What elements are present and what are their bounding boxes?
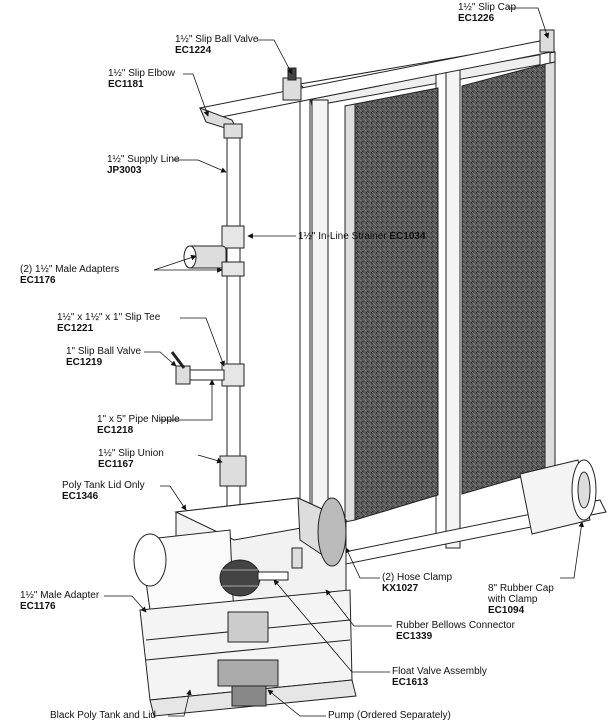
callout-tank-and-lid: Black Poly Tank and Lid <box>50 710 156 721</box>
leader-slip-tee <box>180 317 225 367</box>
callout-slip-cap: 1½" Slip Cap EC1226 <box>458 2 516 24</box>
leader-hose-clamp <box>345 547 380 579</box>
supply-line-code: JP3003 <box>107 165 142 176</box>
leader-slip-union <box>197 454 223 464</box>
callout-supply-line: 1½" Supply Line JP3003 <box>107 154 180 176</box>
leader-slip-cap <box>508 7 550 39</box>
callout-rubber-cap: 8" Rubber Cap with Clamp EC1094 <box>488 572 554 627</box>
leader-rubber-cap <box>560 521 585 579</box>
slip-cap-name: 1½" Slip Cap <box>458 2 517 13</box>
leader-lines <box>104 7 585 717</box>
tank-lid-code: EC1346 <box>62 491 99 502</box>
callout-slip-union: 1½" Slip Union EC1167 <box>98 448 164 470</box>
pump-name: Pump (Ordered Separately) <box>328 710 451 721</box>
callout-ball-valve-1in: 1" Slip Ball Valve EC1219 <box>66 346 141 368</box>
slip-tee-name: 1½" x 1½" x 1" Slip Tee <box>57 312 161 323</box>
leader-bellows <box>325 589 392 627</box>
callout-pump: Pump (Ordered Separately) <box>328 710 451 721</box>
leader-male-adapters-a <box>153 254 197 271</box>
pipe-nipple-name: 1" x 5" Pipe Nipple <box>97 414 180 425</box>
callout-slip-elbow: 1½" Slip Elbow EC1181 <box>108 68 175 90</box>
callout-inline-strainer: 1½" In-Line Strainer EC1034 <box>298 231 426 242</box>
callout-pipe-nipple: 1" x 5" Pipe Nipple EC1218 <box>97 414 180 436</box>
leader-pump <box>267 689 326 717</box>
ball-valve-1in-name: 1" Slip Ball Valve <box>66 346 142 357</box>
slip-elbow-name: 1½" Slip Elbow <box>108 68 175 79</box>
hose-clamp-code: KX1027 <box>382 583 419 594</box>
leader-float-valve <box>273 579 390 673</box>
leader-slip-ball-valve <box>257 39 293 75</box>
bellows-code: EC1339 <box>396 631 433 642</box>
tank-and-lid-name: Black Poly Tank and Lid <box>50 710 156 721</box>
leader-male-adapter <box>104 595 147 613</box>
bellows-name: Rubber Bellows Connector <box>396 620 515 631</box>
callout-tank-lid: Poly Tank Lid Only EC1346 <box>62 480 145 502</box>
callout-hose-clamp: (2) Hose Clamp KX1027 <box>382 572 452 594</box>
supply-line-name: 1½" Supply Line <box>107 154 180 165</box>
leader-tank-lid <box>160 485 187 511</box>
supply-pipe <box>170 107 247 527</box>
rubber-cap-code: EC1094 <box>488 605 525 616</box>
male-adapters-name: (2) 1½" Male Adapters <box>20 264 120 275</box>
poly-tank <box>133 497 357 717</box>
pipe-nipple-code: EC1218 <box>97 425 134 436</box>
callout-male-adapter: 1½" Male Adapter EC1176 <box>20 590 99 612</box>
leader-tank-and-lid <box>168 689 192 717</box>
male-adapter-name: 1½" Male Adapter <box>20 590 100 601</box>
inline-strainer-name: 1½" In-Line Strainer <box>298 231 387 242</box>
inline-strainer-code: EC1034 <box>389 231 426 242</box>
ball-valve-1in-code: EC1219 <box>66 357 103 368</box>
slip-union-name: 1½" Slip Union <box>98 448 164 459</box>
callout-slip-tee: 1½" x 1½" x 1" Slip Tee EC1221 <box>57 312 160 334</box>
male-adapter-code: EC1176 <box>20 601 56 612</box>
slip-elbow-code: EC1181 <box>108 79 144 90</box>
slip-tee-code: EC1221 <box>57 323 94 334</box>
rubber-cap-name: 8" Rubber Cap with Clamp <box>488 583 554 605</box>
end-cap-pipe <box>519 459 597 535</box>
leader-slip-elbow <box>183 73 209 117</box>
callout-slip-ball-valve: 1½" Slip Ball Valve EC1224 <box>175 34 258 56</box>
float-valve-code: EC1613 <box>392 677 429 688</box>
slip-union-code: EC1167 <box>98 459 134 470</box>
leader-ball-valve-1in <box>144 351 177 367</box>
callout-bellows: Rubber Bellows Connector EC1339 <box>396 620 515 642</box>
slip-ball-valve-code: EC1224 <box>175 45 212 56</box>
slip-ball-valve-name: 1½" Slip Ball Valve <box>175 34 259 45</box>
float-valve-name: Float Valve Assembly <box>392 666 487 677</box>
hose-clamp-name: (2) Hose Clamp <box>382 572 453 583</box>
male-adapters-code: EC1176 <box>20 275 56 286</box>
float-valve-and-pump <box>217 547 303 707</box>
slip-cap-code: EC1226 <box>458 13 495 24</box>
leader-pipe-nipple <box>160 379 215 421</box>
leader-supply-line <box>173 159 227 173</box>
callout-float-valve: Float Valve Assembly EC1613 <box>392 666 487 688</box>
tank-lid-name: Poly Tank Lid Only <box>62 480 145 491</box>
callout-male-adapters: (2) 1½" Male Adapters EC1176 <box>20 264 119 286</box>
